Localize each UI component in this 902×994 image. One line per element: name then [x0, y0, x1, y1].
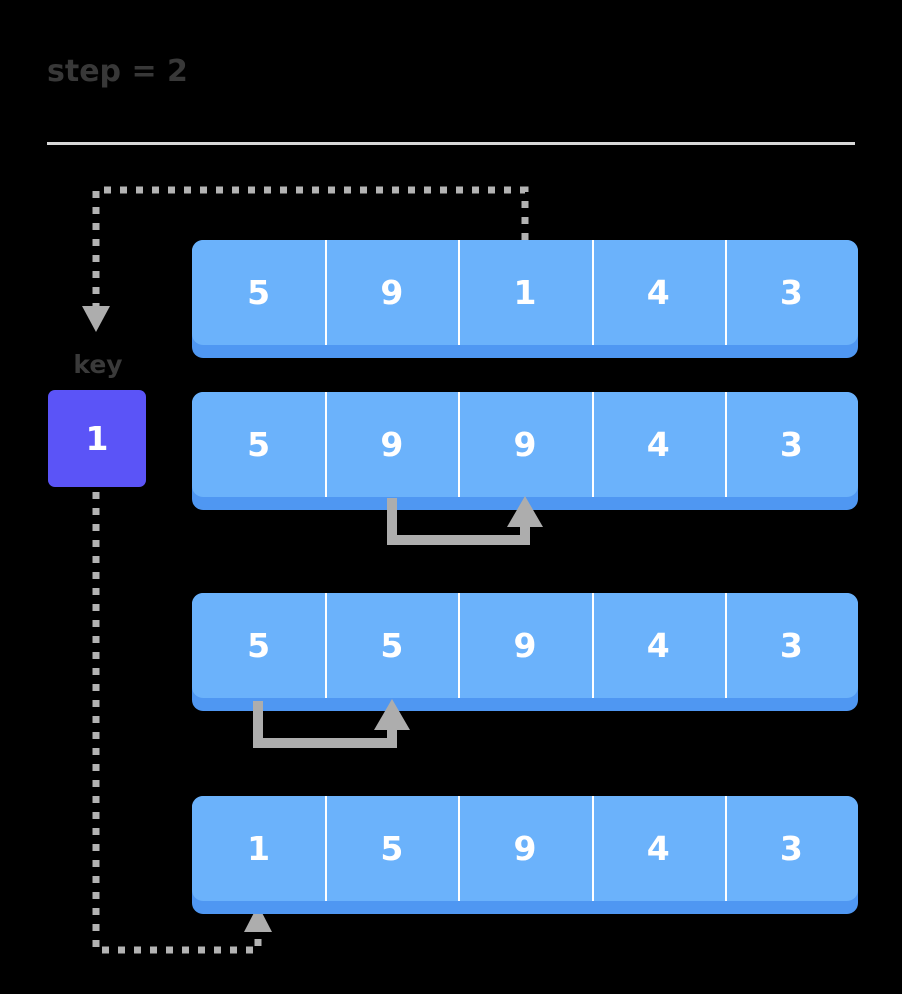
- array-cell[interactable]: 5: [192, 240, 325, 345]
- cell-value: 4: [646, 829, 670, 868]
- shift-connector-row-3: [241, 698, 416, 758]
- cell-value: 1: [247, 829, 271, 868]
- header-divider: [47, 142, 855, 145]
- array-cell[interactable]: 9: [458, 796, 591, 901]
- array-cell[interactable]: 1: [458, 240, 591, 345]
- cell-value: 9: [513, 425, 537, 464]
- key-extract-arrowhead: [82, 306, 110, 332]
- cell-value: 9: [380, 273, 404, 312]
- array-cell[interactable]: 3: [724, 593, 858, 698]
- cell-value: 1: [513, 273, 537, 312]
- cell-value: 5: [247, 273, 271, 312]
- array-cell[interactable]: 9: [325, 240, 458, 345]
- cell-value: 3: [779, 829, 803, 868]
- array-cell[interactable]: 4: [591, 240, 725, 345]
- array-cell[interactable]: 3: [724, 796, 858, 901]
- array-cell[interactable]: 3: [724, 240, 858, 345]
- cell-value: 5: [247, 425, 271, 464]
- cell-value: 5: [247, 626, 271, 665]
- array-row-4-cells: 1 5 9 4 3: [192, 796, 858, 901]
- array-cell[interactable]: 4: [591, 593, 725, 698]
- array-cell[interactable]: 5: [192, 593, 325, 698]
- key-label: key: [73, 350, 123, 379]
- cell-value: 4: [646, 273, 670, 312]
- array-cell[interactable]: 9: [325, 392, 458, 497]
- array-row-3-cells: 5 5 9 4 3: [192, 593, 858, 698]
- shift-connector-row-2: [375, 495, 550, 555]
- array-cell[interactable]: 4: [591, 796, 725, 901]
- array-cell[interactable]: 9: [458, 593, 591, 698]
- array-cell[interactable]: 9: [458, 392, 591, 497]
- array-row-1: 5 9 1 4 3: [192, 240, 858, 358]
- array-cell[interactable]: 4: [591, 392, 725, 497]
- array-row-1-cells: 5 9 1 4 3: [192, 240, 858, 345]
- array-row-2: 5 9 9 4 3: [192, 392, 858, 510]
- cell-value: 9: [513, 829, 537, 868]
- array-cell[interactable]: 5: [325, 593, 458, 698]
- page-title: step = 2: [47, 54, 188, 89]
- array-row-3: 5 5 9 4 3: [192, 593, 858, 711]
- array-row-4: 1 5 9 4 3: [192, 796, 858, 914]
- cell-value: 4: [646, 626, 670, 665]
- array-cell[interactable]: 5: [325, 796, 458, 901]
- cell-value: 3: [779, 626, 803, 665]
- cell-value: 3: [779, 273, 803, 312]
- cell-value: 5: [380, 829, 404, 868]
- cell-value: 3: [779, 425, 803, 464]
- array-cell[interactable]: 3: [724, 392, 858, 497]
- array-cell[interactable]: 5: [192, 392, 325, 497]
- array-row-2-cells: 5 9 9 4 3: [192, 392, 858, 497]
- key-value: 1: [85, 419, 109, 458]
- cell-value: 4: [646, 425, 670, 464]
- cell-value: 9: [513, 626, 537, 665]
- array-cell[interactable]: 1: [192, 796, 325, 901]
- cell-value: 9: [380, 425, 404, 464]
- cell-value: 5: [380, 626, 404, 665]
- key-box: 1: [48, 390, 146, 487]
